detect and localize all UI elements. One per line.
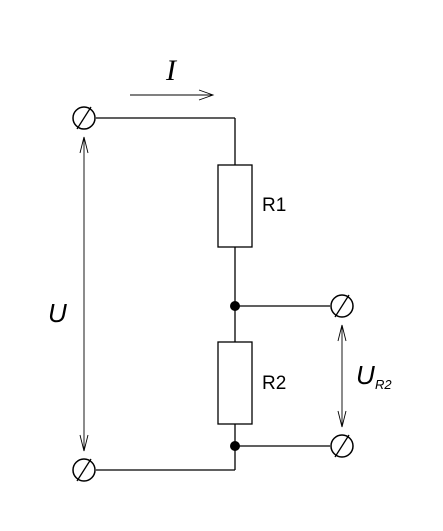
terminal-top-left xyxy=(72,106,96,130)
junction-dot-bottom xyxy=(230,441,240,451)
voltage-label: U xyxy=(48,298,67,328)
junction-dot-middle xyxy=(230,301,240,311)
output-voltage-subscript: R2 xyxy=(375,377,392,392)
output-voltage-arrow xyxy=(337,324,347,428)
r1-label: R1 xyxy=(262,195,286,216)
terminal-bottom-left xyxy=(72,458,96,482)
input-voltage-arrow xyxy=(79,136,89,452)
resistor-r1 xyxy=(217,164,253,248)
terminal-output-bottom xyxy=(330,434,354,458)
current-arrow xyxy=(130,89,215,101)
output-voltage-label: U xyxy=(356,360,375,390)
resistor-r2 xyxy=(217,341,253,425)
terminal-output-top xyxy=(330,294,354,318)
wires xyxy=(96,117,330,471)
r2-label: R2 xyxy=(262,373,286,394)
current-label: I xyxy=(165,54,178,87)
